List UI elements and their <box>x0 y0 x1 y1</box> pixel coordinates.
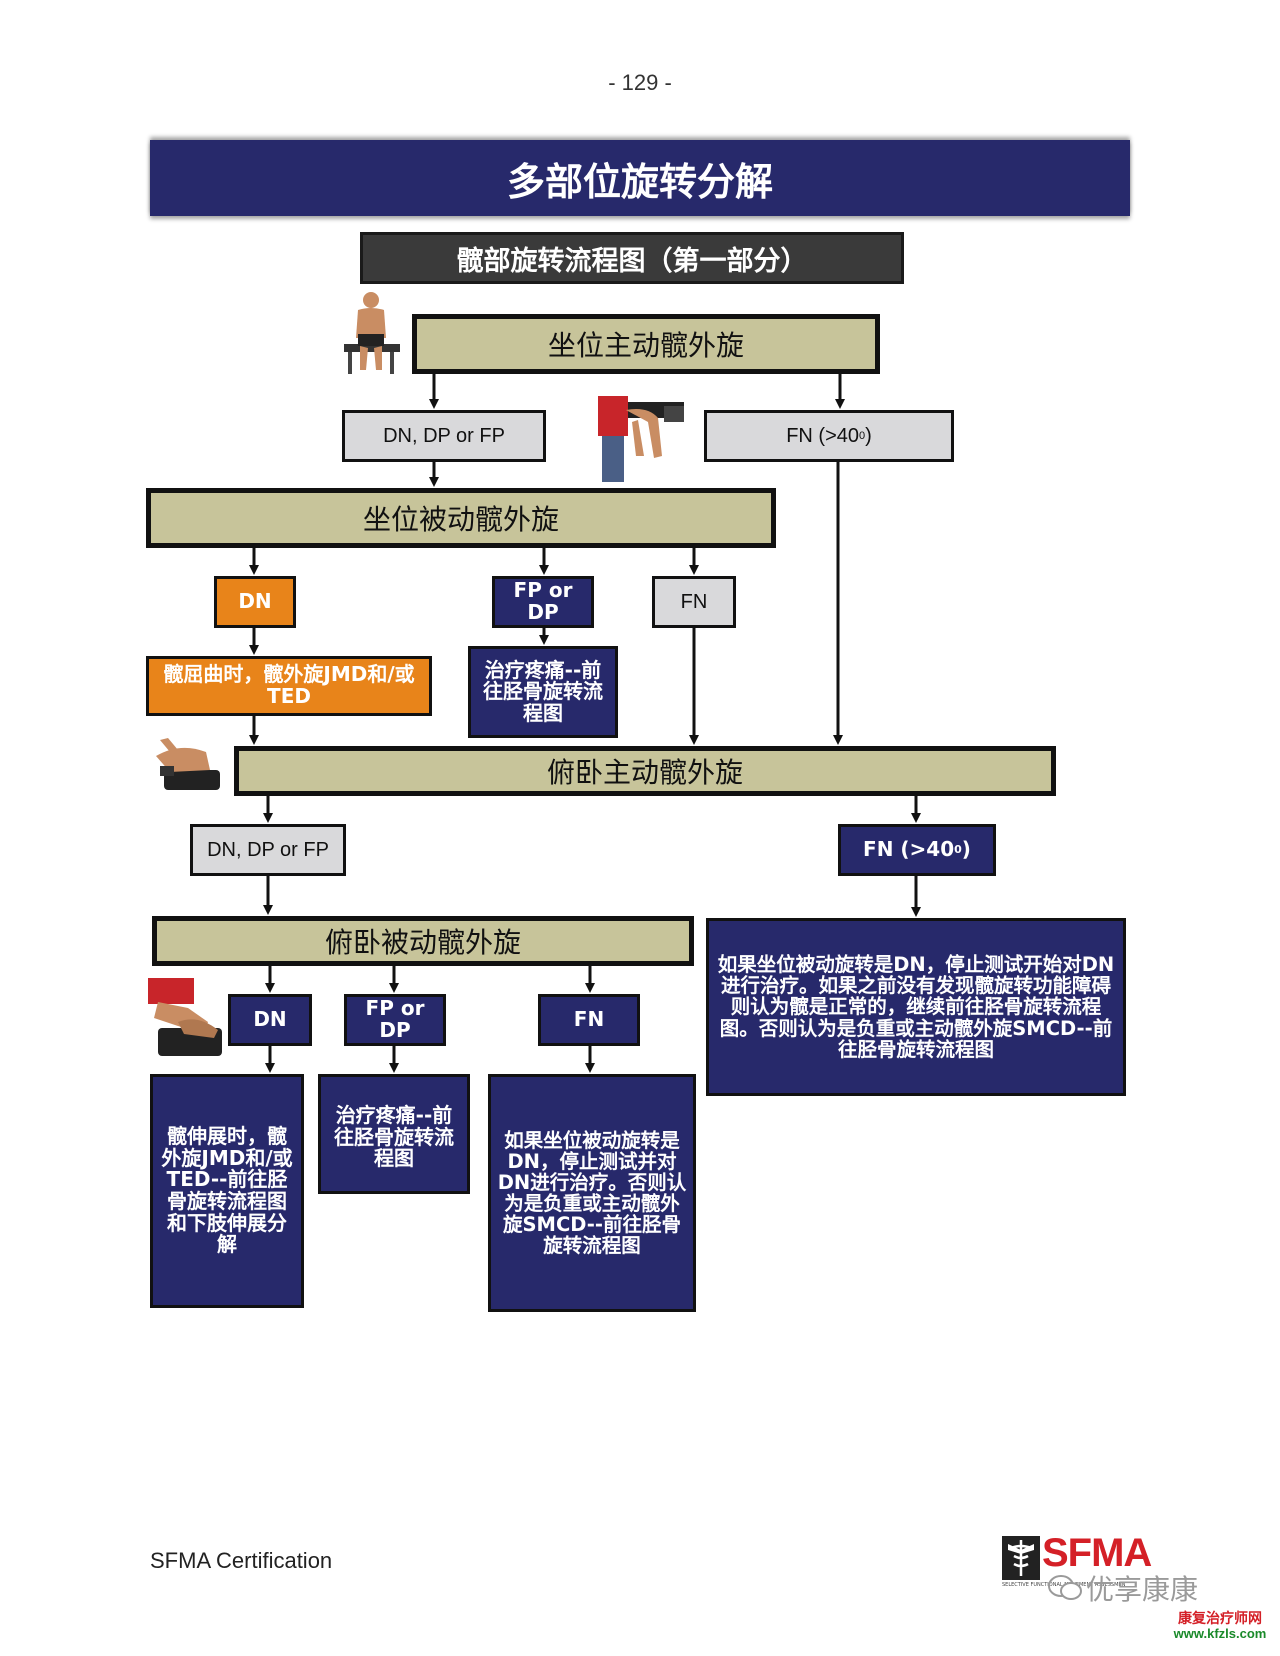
site-name: 康复治疗师网 <box>1178 1611 1262 1627</box>
fn-gt40-text: FN (>40 <box>863 837 955 862</box>
fn-gt40-close: ) <box>961 837 971 862</box>
caduceus-icon <box>1002 1536 1040 1580</box>
hip-extension-jmd-ted-box: 髋伸展时，髋外旋JMD和/或TED--前往胫骨旋转流程图和下肢伸展分解 <box>150 1074 304 1308</box>
degree-sup: 0 <box>954 843 962 857</box>
dn-dp-fp-box-1: DN, DP or FP <box>342 410 546 462</box>
seated-person-photo <box>344 292 400 374</box>
degree-sup: 0 <box>859 430 866 442</box>
fp-dp-box-1: FP or DP <box>492 576 594 628</box>
site-url: www.kfzls.com <box>1173 1625 1267 1641</box>
assisted-rotation-photo <box>598 396 684 482</box>
fn-box-1: FN <box>652 576 736 628</box>
wechat-icon <box>1048 1575 1082 1600</box>
treat-pain-box-1: 治疗疼痛--前往胫骨旋转流程图 <box>468 646 618 738</box>
dn-dp-fp-box-2: DN, DP or FP <box>190 824 346 876</box>
fp-dp-box-2: FP or DP <box>344 994 446 1046</box>
prone-person-photo <box>156 738 220 790</box>
seated-dn-short-instruction-box: 如果坐位被动旋转是DN，停止测试并对DN进行治疗。否则认为是负重或主动髋外旋SM… <box>488 1074 696 1312</box>
prone-assisted-photo <box>148 978 222 1056</box>
seated-active-hip-er-box: 坐位主动髋外旋 <box>412 314 880 374</box>
page-number: - 129 - <box>608 70 672 95</box>
footer-certification: SFMA Certification <box>150 1548 333 1573</box>
dn-box-1: DN <box>214 576 296 628</box>
watermark-text: 优享康康 <box>1086 1573 1199 1606</box>
flowchart-subtitle: 髋部旋转流程图（第一部分） <box>360 232 904 284</box>
dn-box-2: DN <box>228 994 312 1046</box>
prone-active-hip-er-box: 俯卧主动髋外旋 <box>234 746 1056 796</box>
fn-gt40-close: ) <box>865 424 872 447</box>
treat-pain-box-2: 治疗疼痛--前往胫骨旋转流程图 <box>318 1074 470 1194</box>
watermark: 优享康康 <box>1048 1568 1198 1608</box>
fn-gt40-text: FN (>40 <box>786 424 859 447</box>
page-title-banner: 多部位旋转分解 <box>150 140 1130 216</box>
seated-dn-instruction-box: 如果坐位被动旋转是DN，停止测试开始对DN进行治疗。如果之前没有发现髋旋转功能障… <box>706 918 1126 1096</box>
seated-passive-hip-er-box: 坐位被动髋外旋 <box>146 488 776 548</box>
sfma-logo-text: SFMA <box>1042 1531 1152 1575</box>
prone-passive-hip-er-box: 俯卧被动髋外旋 <box>152 916 694 966</box>
site-credit: 康复治疗师网 www.kfzls.com <box>1164 1612 1276 1640</box>
fn-box-2: FN <box>538 994 640 1046</box>
hip-flexion-jmd-ted-box: 髋屈曲时，髋外旋JMD和/或TED <box>146 656 432 716</box>
